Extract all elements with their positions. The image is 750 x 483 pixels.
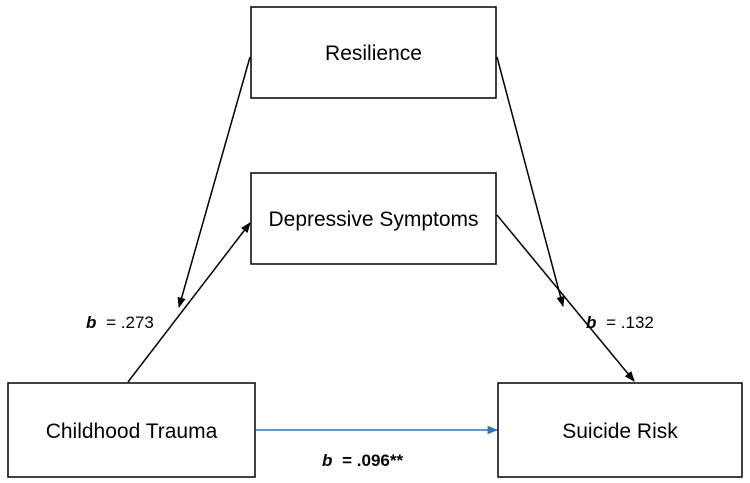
node-childhood-trauma-label: Childhood Trauma (46, 420, 218, 443)
coef-trauma-suicide-symbol: b (322, 451, 332, 470)
node-childhood-trauma-box (7, 382, 256, 478)
coef-trauma-depression-value: = .273 (106, 313, 154, 332)
node-suicide-risk-label: Suicide Risk (562, 420, 678, 443)
edge-resilience-moderates-b-path (496, 56, 565, 308)
node-resilience: Resilience (250, 6, 497, 99)
node-childhood-trauma: Childhood Trauma (7, 382, 256, 478)
coef-trauma-depression: b = .273 (86, 313, 154, 332)
node-depressive-symptoms-label: Depressive Symptoms (268, 208, 478, 231)
edge-trauma-to-depression (127, 222, 251, 383)
coef-trauma-depression-symbol: b (86, 313, 96, 332)
coef-depression-suicide-symbol: b (586, 313, 596, 332)
node-resilience-label: Resilience (325, 42, 422, 65)
node-resilience-box (250, 6, 497, 99)
edge-resilience-moderates-a-path (177, 56, 251, 309)
node-depressive-symptoms-box (250, 172, 497, 265)
coef-trauma-suicide: b = .096** (322, 451, 403, 470)
coef-depression-suicide: b = .132 (586, 313, 654, 332)
node-suicide-risk: Suicide Risk (497, 382, 743, 478)
coef-depression-suicide-value: = .132 (606, 313, 654, 332)
edge-depression-to-suicide (496, 214, 635, 382)
node-suicide-risk-box (497, 382, 743, 478)
node-depressive-symptoms: Depressive Symptoms (250, 172, 497, 265)
coef-trauma-suicide-value: = .096** (342, 451, 403, 470)
